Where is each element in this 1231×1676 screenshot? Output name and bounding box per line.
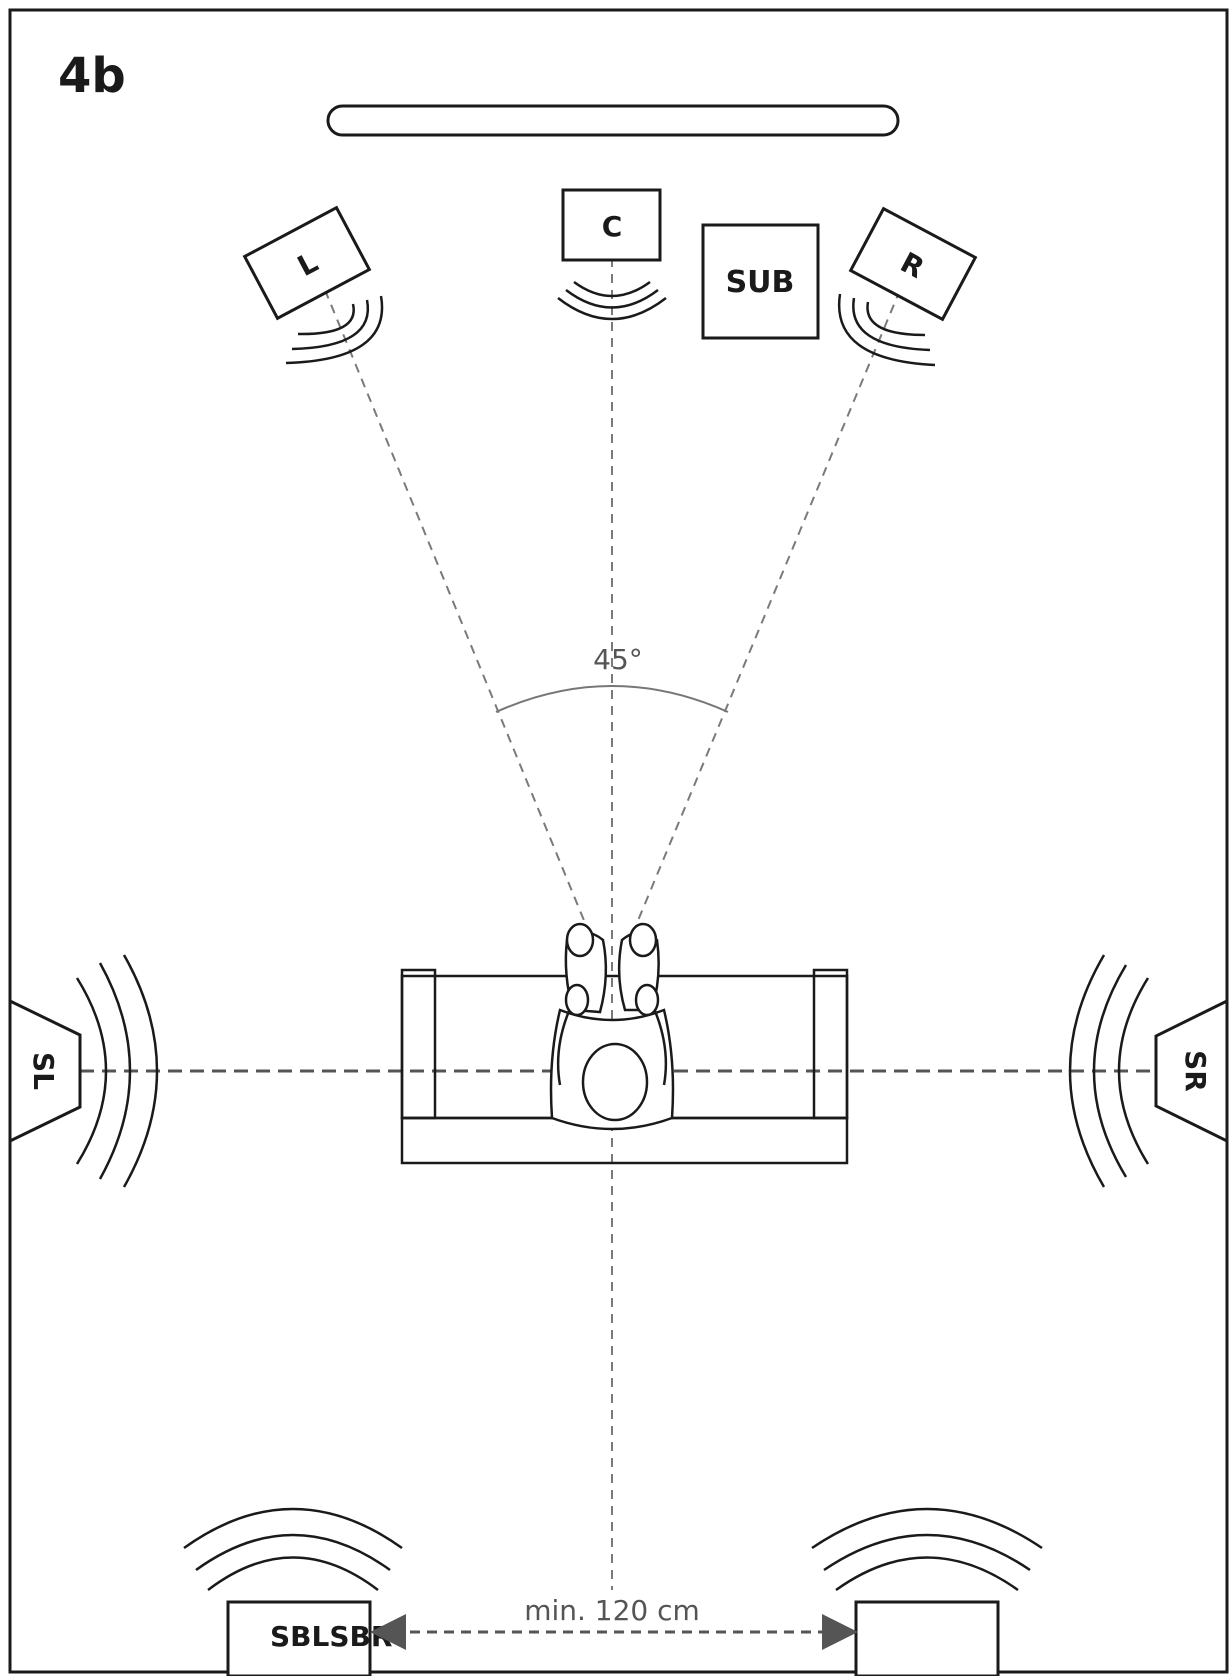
speaker-surround-back-right [811, 1507, 1043, 1676]
speaker-subwoofer: SUB [701, 223, 820, 340]
tv-screen [326, 104, 900, 137]
speaker-surround-left: SL [8, 954, 159, 1188]
subwoofer-label: SUB [726, 265, 795, 300]
listening-angle-arc [495, 685, 729, 713]
sound-waves-surround-right [1068, 954, 1150, 1188]
speaker-surround-right: SR [1068, 954, 1229, 1188]
speaker-front-left: L [242, 205, 384, 365]
room-outline [8, 8, 1229, 1674]
sound-waves-center [557, 280, 667, 321]
distance-indicator: min. 120 cm [370, 1594, 858, 1650]
speaker-center-label: C [602, 210, 623, 243]
figure-label: 4b [58, 48, 126, 104]
sound-waves-front-right [837, 293, 936, 367]
sound-waves-surround-back-right [811, 1507, 1043, 1592]
distance-label: min. 120 cm [524, 1594, 700, 1627]
angle-label: 45° [593, 643, 643, 676]
speaker-surround-left-label: SL [27, 1052, 60, 1090]
speaker-front-right: R [837, 206, 978, 367]
speaker-center: C [557, 188, 667, 321]
listener [549, 922, 675, 1131]
speaker-surround-right-label: SR [1179, 1050, 1212, 1092]
sound-waves-front-left [285, 295, 384, 365]
sound-waves-surround-back-left [183, 1507, 403, 1591]
sound-waves-surround-left [75, 954, 159, 1188]
speaker-surround-back-label: SBLSBR [270, 1620, 392, 1653]
